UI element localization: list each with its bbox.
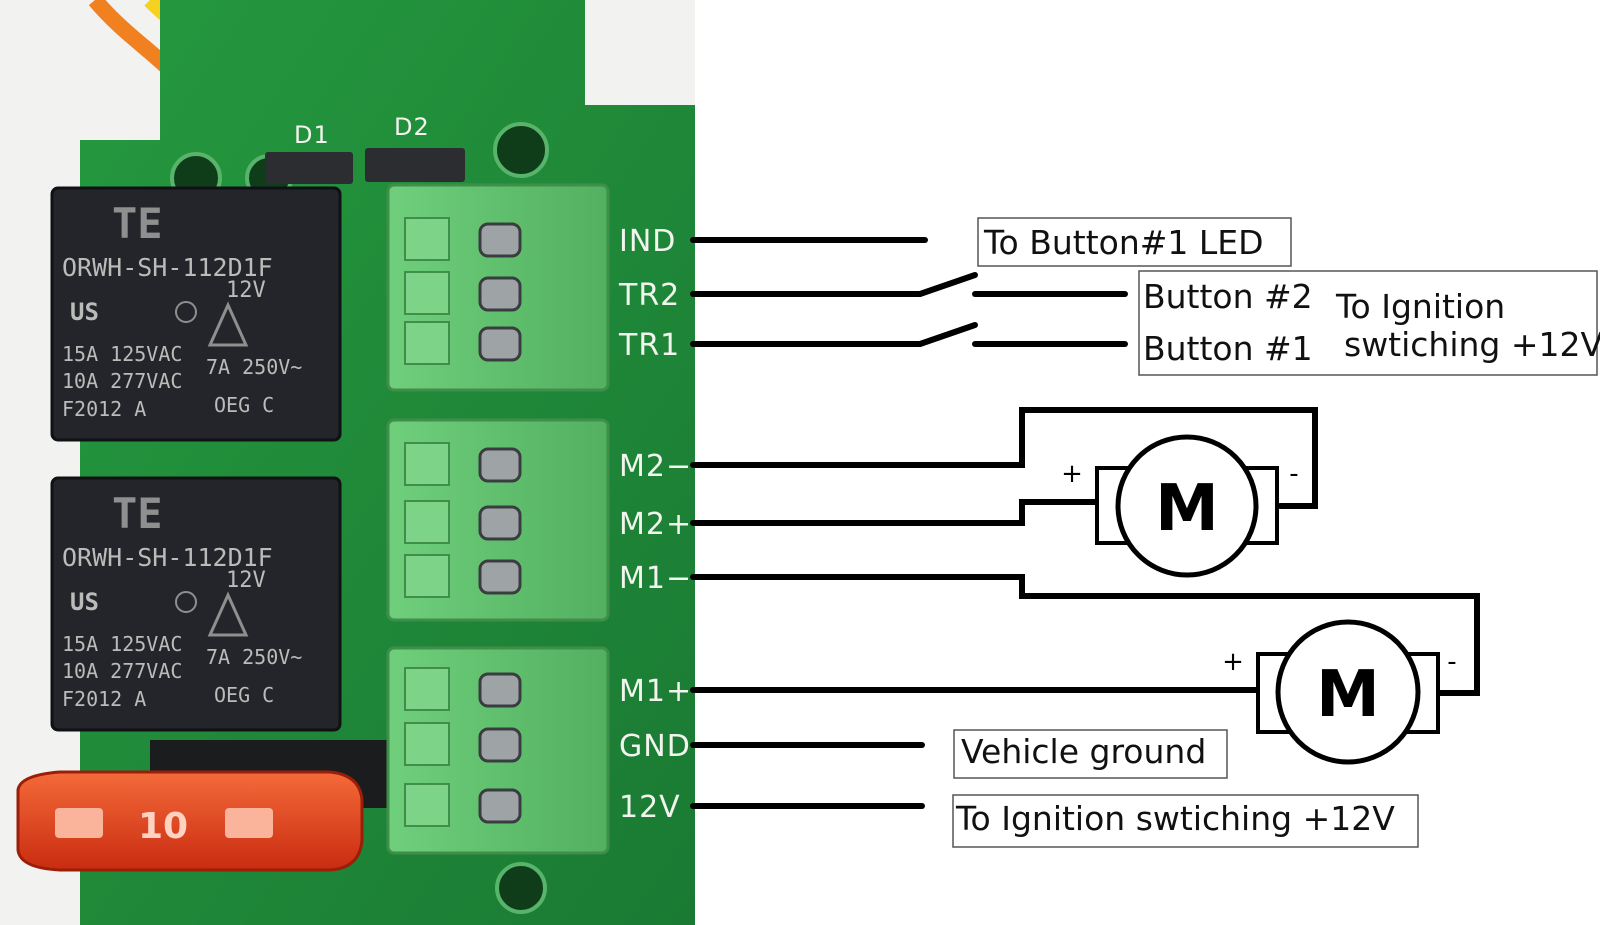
diode-d1: D1 (265, 121, 353, 184)
relay-rating: F2012 A (62, 687, 146, 711)
motor-minus: - (1289, 459, 1298, 489)
warning-icon (207, 301, 249, 347)
wire-m2-minus (690, 407, 1318, 509)
callout-box-led (977, 217, 1292, 267)
relay-code: OEG C (214, 393, 274, 417)
relay-contact: 7A 250V~ (206, 645, 302, 669)
relay-cert: US (70, 298, 99, 326)
relay-rating: 10A 277VAC (62, 659, 182, 683)
terminal-release-tab (404, 321, 450, 365)
callout-ignition-12v: To Ignition swtiching +12V (955, 799, 1395, 838)
fuse-window (55, 808, 103, 838)
relay-model: ORWH-SH-112D1F (62, 543, 273, 572)
callout-button2: Button #2 (1143, 277, 1313, 316)
blade-fuse: 10 (16, 770, 364, 872)
terminal-label-gnd: GND (619, 729, 691, 764)
fuse-rating: 10 (138, 806, 188, 847)
mount-hole (495, 862, 547, 914)
wire-m2-plus (690, 499, 1100, 526)
terminal-contact (478, 276, 522, 312)
terminal-contact (478, 326, 522, 362)
terminal-contact (478, 672, 522, 708)
relay-code: OEG C (214, 683, 274, 707)
relay-rating: 15A 125VAC (62, 632, 182, 656)
diode-body (365, 148, 465, 182)
callout-ignition-line1: To Ignition (1335, 287, 1505, 326)
relay-cert: US (70, 588, 99, 616)
terminal-contact (478, 559, 522, 595)
callout-box-buttons (1138, 270, 1598, 376)
switch-button1 (917, 322, 978, 347)
terminal-release-tab (404, 554, 450, 598)
terminal-contact (478, 727, 522, 763)
diode-body (265, 152, 353, 184)
mount-hole (493, 122, 549, 178)
terminal-label-m1-plus: M1+ (619, 674, 692, 709)
terminal-release-tab (404, 442, 450, 486)
relay-brand: TE (112, 489, 163, 538)
relay-rating: 10A 277VAC (62, 369, 182, 393)
wire-m1-minus (690, 574, 1480, 696)
callout-vehicle-ground: Vehicle ground (961, 732, 1206, 771)
terminal-label-m2-plus: M2+ (619, 507, 692, 542)
warning-icon (207, 591, 249, 637)
motor-1: M + - (1061, 434, 1299, 578)
switch-button2 (917, 272, 978, 297)
terminal-release-tab (404, 217, 450, 261)
terminal-blocks (386, 183, 610, 855)
relay-model: ORWH-SH-112D1F (62, 253, 273, 282)
relay-contact: 7A 250V~ (206, 355, 302, 379)
callout-box-ground (953, 729, 1228, 779)
diode-d2: D2 (365, 113, 465, 182)
relay-marker (175, 591, 197, 613)
motor-symbol (1275, 619, 1421, 765)
terminal-label-12v: 12V (619, 790, 681, 825)
fuse-window (225, 808, 273, 838)
relay-coil: 12V (226, 568, 266, 593)
terminal-contact (478, 447, 522, 483)
fuse-body (16, 770, 364, 872)
terminal-label-tr2: TR2 (618, 278, 680, 313)
terminal-release-tab (404, 722, 450, 766)
terminal-label-ind: IND (619, 224, 676, 259)
terminal-contact (478, 505, 522, 541)
terminal-release-tab (404, 500, 450, 544)
relay-2: TE ORWH-SH-112D1F US 12V 15A 125VAC 10A … (50, 476, 342, 732)
schematic: To Button#1 LED Button #2 Button #1 To I… (690, 217, 1600, 848)
terminal-release-tab (404, 271, 450, 315)
relay-marker (175, 301, 197, 323)
motor-symbol (1115, 434, 1259, 578)
relay-rating: 15A 125VAC (62, 342, 182, 366)
callout-button1-led: To Button#1 LED (983, 223, 1264, 262)
motor-plus: + (1061, 459, 1083, 489)
terminal-contact (478, 222, 522, 258)
terminal-contact (478, 788, 522, 824)
callout-ignition-line2: swtiching +12V (1344, 325, 1600, 364)
callout-box-12v (952, 794, 1419, 848)
diode-label: D2 (394, 113, 430, 141)
motor-plus: + (1222, 647, 1244, 677)
relay-coil: 12V (226, 278, 266, 303)
motor-label: M (1316, 658, 1380, 732)
motor-2: M + - (1222, 619, 1457, 765)
terminal-label-m1-minus: M1− (619, 561, 692, 596)
relay-1: TE ORWH-SH-112D1F US 12V 15A 125VAC 10A … (50, 186, 342, 442)
relay-rating: F2012 A (62, 397, 146, 421)
terminal-label-tr1: TR1 (618, 328, 680, 363)
board-photo: D1 D2 TE ORWH-SH-112D1F US 12V 15A 125VA… (0, 0, 695, 925)
terminal-label-m2-minus: M2− (619, 449, 692, 484)
terminal-release-tab (404, 667, 450, 711)
diode-label: D1 (294, 121, 330, 149)
relay-brand: TE (112, 199, 163, 248)
terminal-release-tab (404, 783, 450, 827)
motor-minus: - (1447, 647, 1456, 677)
callout-button1: Button #1 (1143, 329, 1313, 368)
motor-label: M (1155, 472, 1219, 546)
